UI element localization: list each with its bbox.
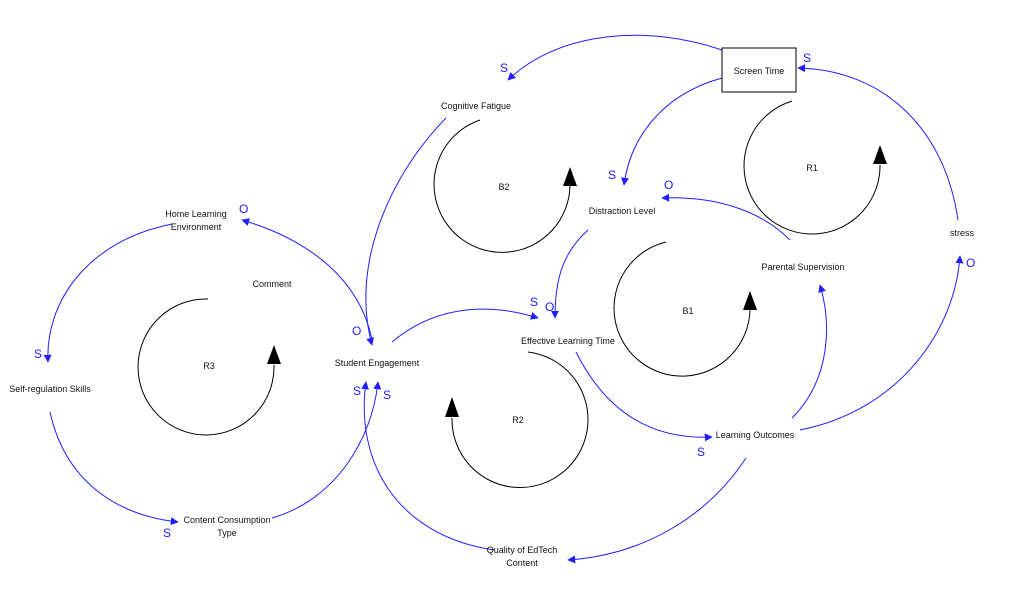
link-cognitive-fatigue-to-student-engagement[interactable] (365, 117, 447, 346)
polarity-effective-learning-to-learning-outcomes: S (697, 445, 705, 459)
learning-outcomes-label[interactable]: Learning Outcomes (716, 430, 795, 440)
loop-indicator-r2 (445, 351, 589, 489)
parental-supervision-label[interactable]: Parental Supervision (761, 262, 844, 272)
polarity-stress-to-screen-time: S (803, 51, 811, 65)
loop-label-r1: R1 (806, 163, 818, 173)
polarity-parental-supervision-to-distraction-level: O (664, 178, 673, 192)
distraction-level-label[interactable]: Distraction Level (589, 206, 656, 216)
home-learning-environment-line1[interactable]: Home Learning (165, 209, 227, 219)
comment-label[interactable]: Comment (252, 279, 292, 289)
loop-label-r2: R2 (512, 415, 524, 425)
polarity-student-engagement-to-effective-learning: S (530, 295, 538, 309)
link-screen-time-to-distraction-level[interactable] (620, 77, 723, 186)
link-distraction-level-to-effective-learning-time[interactable] (551, 229, 589, 319)
link-student-engagement-to-effective-learning-time[interactable] (391, 308, 539, 343)
link-screen-time-to-cognitive-fatigue[interactable] (507, 34, 723, 81)
loop-label-b2: B2 (498, 182, 509, 192)
link-effective-learning-time-to-learning-outcomes[interactable] (575, 351, 713, 442)
polarity-distraction-to-effective-learning: O (545, 300, 554, 314)
polarity-screen-time-to-cognitive-fatigue: S (500, 61, 508, 75)
quality-of-edtech-content-line1[interactable]: Quality of EdTech (487, 545, 558, 555)
link-stress-to-screen-time[interactable] (797, 64, 959, 221)
screen-time-label: Screen Time (734, 66, 785, 76)
loop-label-r3: R3 (203, 361, 215, 371)
link-quality-of-edtech-content-to-student-engagement[interactable] (361, 381, 495, 551)
home-learning-environment-line2[interactable]: Environment (171, 222, 222, 232)
loop-indicator-r3 (137, 298, 281, 436)
polarity-learning-outcomes-to-stress: O (966, 256, 975, 270)
polarity-content-consumption-to-student-engagement: S (353, 384, 361, 398)
polarity-screen-time-to-distraction-level: S (608, 168, 616, 182)
effective-learning-time-label[interactable]: Effective Learning Time (521, 336, 615, 346)
loop-label-b1: B1 (682, 306, 693, 316)
cognitive-fatigue-label[interactable]: Cognitive Fatigue (441, 101, 511, 111)
link-content-consumption-to-student-engagement[interactable] (271, 381, 382, 519)
polarity-quality-to-student-engagement: S (383, 388, 391, 402)
polarity-home-learning-to-self-regulation: S (34, 347, 42, 361)
link-learning-outcomes-to-quality-of-edtech-content[interactable] (567, 457, 747, 564)
loop-indicator-b2 (433, 119, 577, 253)
screen-time-stock-box[interactable] (721, 47, 797, 93)
link-home-learning-environment-to-self-regulation-skills[interactable] (43, 223, 173, 363)
link-learning-outcomes-to-parental-supervision[interactable] (791, 284, 827, 419)
polarity-student-engagement-incoming-o: O (352, 324, 361, 338)
self-regulation-skills-label[interactable]: Self-regulation Skills (9, 384, 91, 394)
quality-of-edtech-content-line2[interactable]: Content (506, 558, 538, 568)
loop-indicator-r1 (743, 100, 887, 235)
content-consumption-line1[interactable]: Content Consumption (183, 515, 270, 525)
stress-label[interactable]: stress (950, 228, 975, 238)
content-consumption-line2[interactable]: Type (217, 528, 237, 538)
link-self-regulation-skills-to-content-consumption[interactable] (49, 411, 179, 526)
loop-indicator-b1 (613, 241, 757, 377)
link-parental-supervision-to-distraction-level[interactable] (661, 193, 791, 241)
link-student-engagement-to-home-learning-environment[interactable] (241, 218, 373, 341)
student-engagement-label[interactable]: Student Engagement (335, 358, 420, 368)
link-learning-outcomes-to-stress[interactable] (799, 255, 964, 431)
polarity-student-engagement-to-home-learning: O (239, 202, 248, 216)
polarity-self-regulation-to-content-consumption: S (163, 526, 171, 540)
